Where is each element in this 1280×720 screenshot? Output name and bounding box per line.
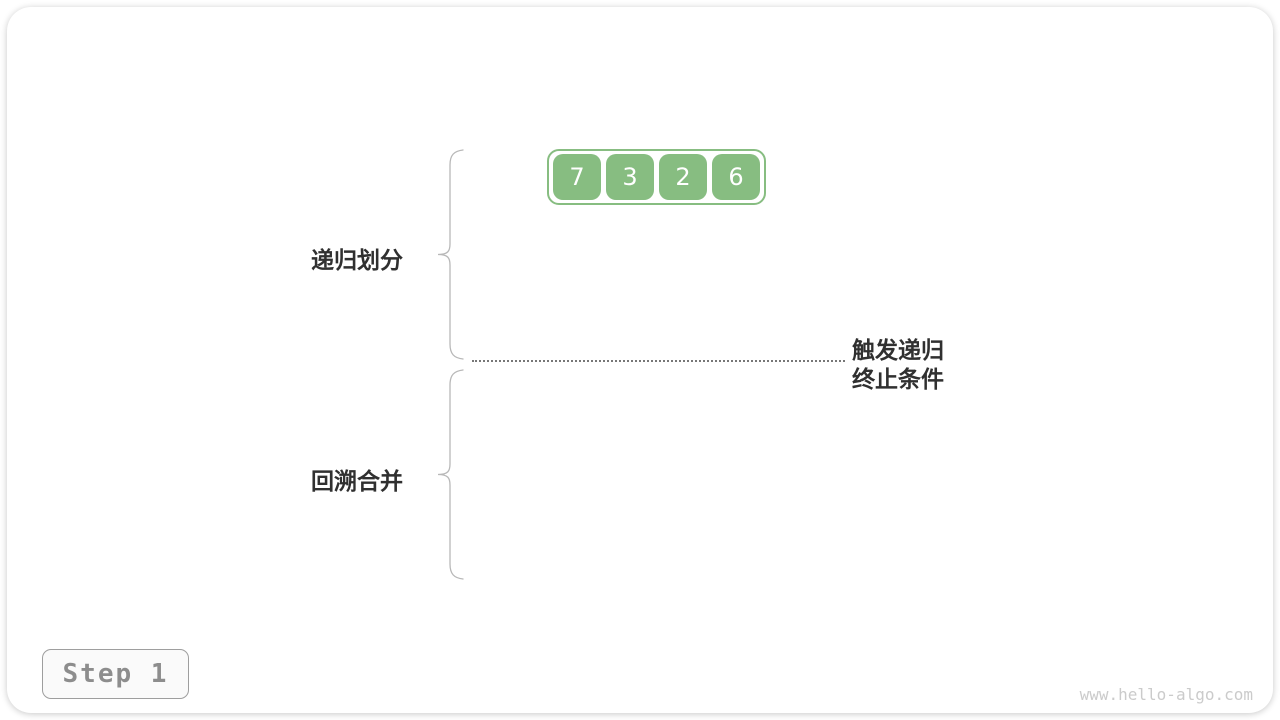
curly-brace-bottom — [437, 369, 464, 580]
recursion-boundary-dotted-line — [472, 360, 845, 362]
diagram-card: 7 3 2 6 递归划分 回溯合并 触发递归 终止条件 Step 1 www.h… — [7, 7, 1273, 713]
array-cell: 7 — [553, 154, 601, 200]
label-backtrack-merge: 回溯合并 — [311, 468, 403, 494]
array-container: 7 3 2 6 — [547, 149, 766, 205]
step-badge: Step 1 — [42, 649, 189, 699]
array-cell: 6 — [712, 154, 760, 200]
array-cell: 2 — [659, 154, 707, 200]
curly-brace-top — [437, 149, 464, 360]
label-termination-line1: 触发递归 — [852, 337, 944, 363]
label-recursive-divide: 递归划分 — [311, 247, 403, 273]
label-termination-line2: 终止条件 — [852, 366, 944, 392]
watermark-url: www.hello-algo.com — [1079, 685, 1253, 704]
label-termination-condition: 触发递归 终止条件 — [852, 336, 944, 394]
array-cell: 3 — [606, 154, 654, 200]
